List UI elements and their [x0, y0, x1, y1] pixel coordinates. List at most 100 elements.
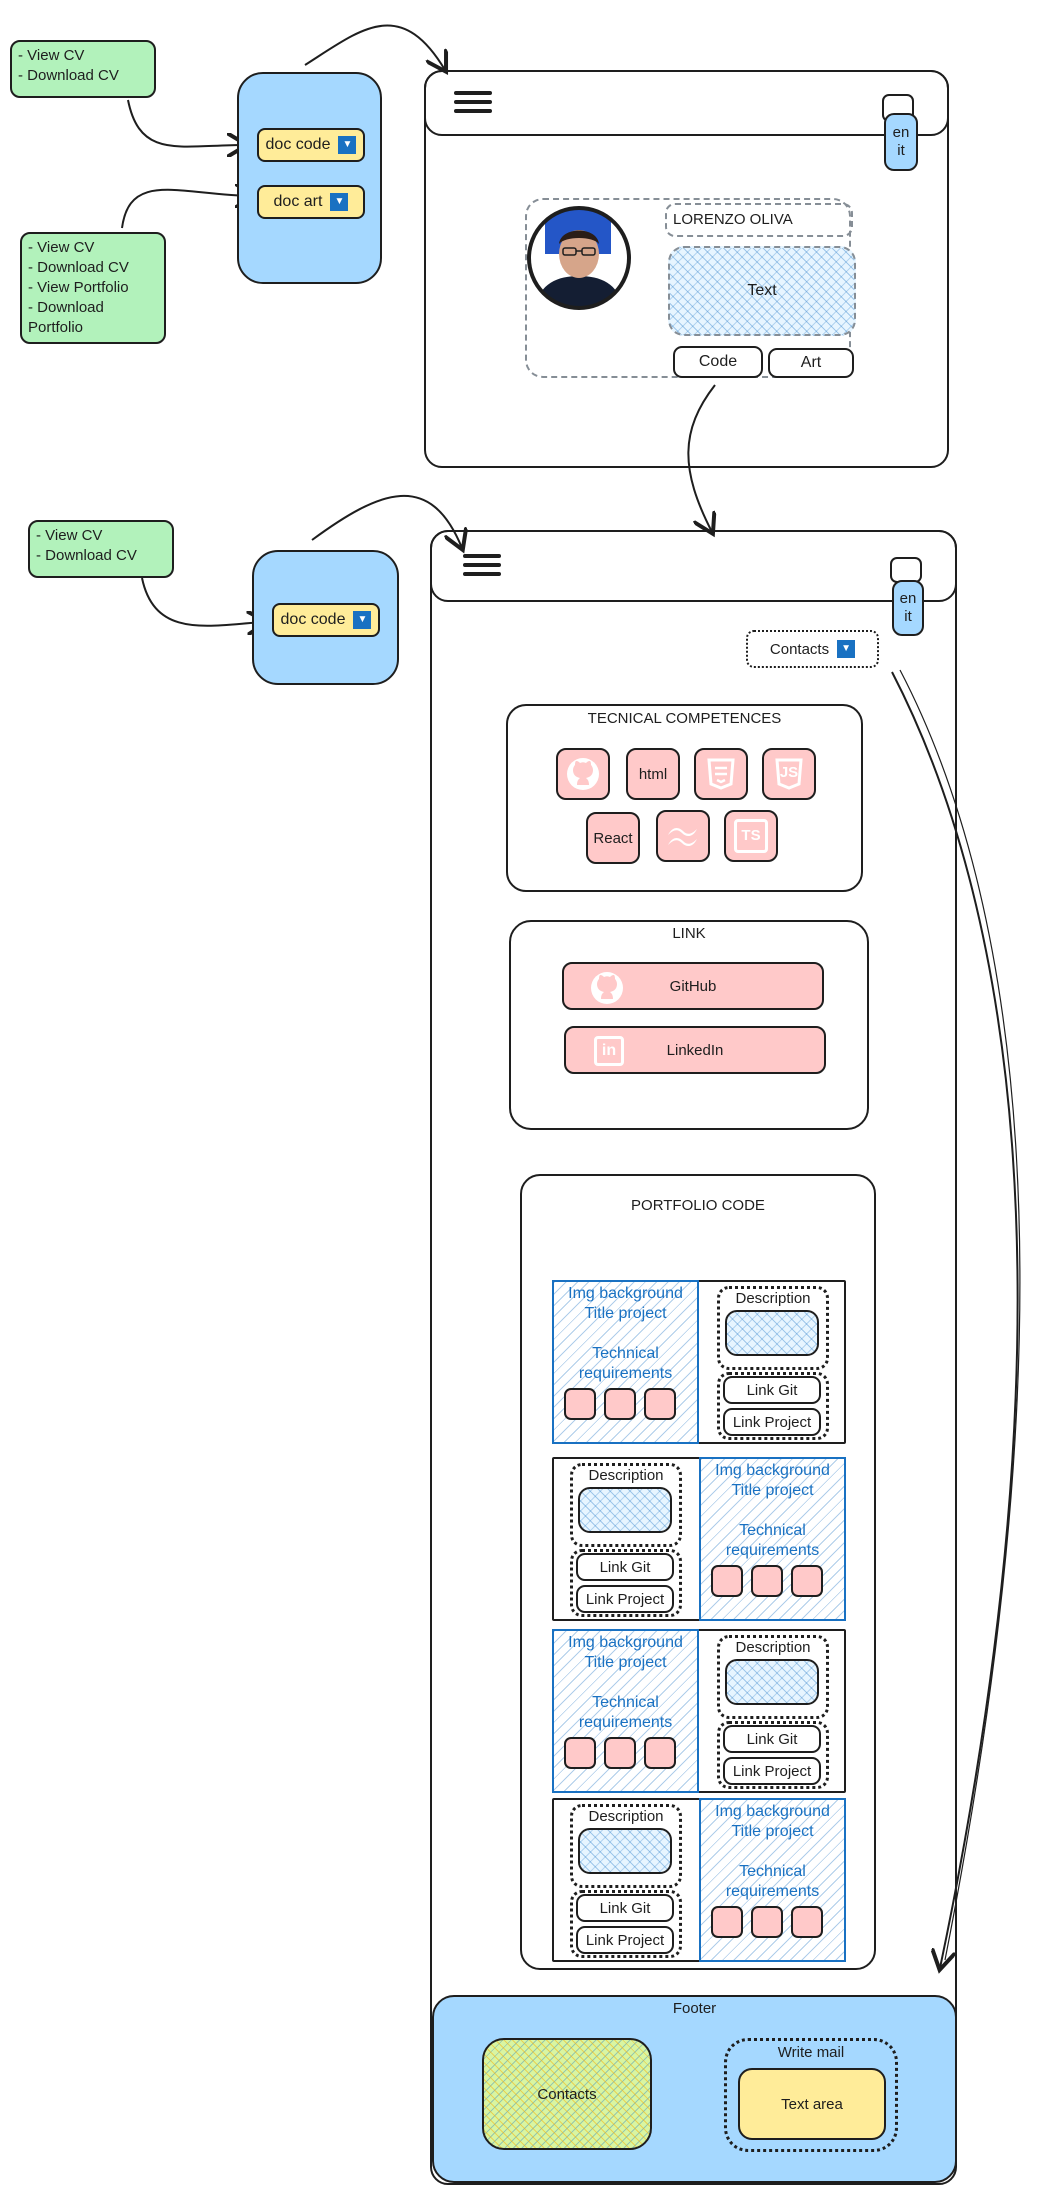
- project-description-box: [717, 1286, 829, 1370]
- tech-badge: [751, 1565, 783, 1597]
- tech-badge: [604, 1388, 636, 1420]
- contacts-select[interactable]: Contacts ▼: [746, 630, 879, 668]
- doc-code-select-label: doc code: [265, 136, 331, 153]
- github-link-label: GitHub: [669, 977, 717, 995]
- tech-badge: [791, 1565, 823, 1597]
- project-img-label: Img background: [568, 1285, 683, 1302]
- project-img-label: Img background: [568, 1634, 683, 1651]
- note-view-download-cv-1: - View CV - Download CV: [10, 40, 156, 98]
- project-title: Title project: [731, 1482, 814, 1499]
- project-description-label: Description: [735, 1289, 811, 1307]
- link-git-button[interactable]: Link Git: [576, 1553, 674, 1581]
- javascript-icon: JS: [762, 748, 816, 800]
- write-mail-title: Write mail: [777, 2043, 845, 2061]
- project-tech-requirements: Technical requirements: [578, 1345, 673, 1382]
- chevron-down-icon: ▼: [353, 611, 372, 629]
- project-description-box: [570, 1804, 682, 1888]
- project-description-area: [725, 1659, 819, 1705]
- html-tile: html: [626, 748, 680, 800]
- tech-badge: [564, 1737, 596, 1769]
- project-description-label: Description: [588, 1807, 664, 1825]
- project-tech-requirements: Technical requirements: [725, 1522, 820, 1559]
- project-img-label: Img background: [715, 1803, 830, 1820]
- project-description-label: Description: [735, 1638, 811, 1656]
- typescript-icon: TS: [724, 810, 778, 862]
- linkedin-link-button[interactable]: in LinkedIn: [564, 1026, 826, 1074]
- tech-badge: [791, 1906, 823, 1938]
- project-links-box: [717, 1372, 829, 1440]
- github-icon: [591, 972, 623, 1004]
- portfolio-title: PORTFOLIO CODE: [631, 1196, 765, 1214]
- note-view-download-cv-2: - View CV - Download CV: [28, 520, 174, 578]
- project-description-area: [578, 1828, 672, 1874]
- screen-1-header: [424, 70, 949, 136]
- contacts-select-label: Contacts: [769, 640, 830, 658]
- tech-badge: [604, 1737, 636, 1769]
- tailwind-icon: [656, 810, 710, 862]
- chevron-down-icon: ▼: [330, 193, 349, 211]
- link-git-button[interactable]: Link Git: [723, 1376, 821, 1404]
- mail-text-area[interactable]: Text area: [738, 2068, 886, 2140]
- link-git-button[interactable]: Link Git: [723, 1725, 821, 1753]
- write-mail-section: [724, 2038, 898, 2152]
- react-tile: React: [586, 812, 640, 864]
- tech-badge: [711, 1565, 743, 1597]
- linkedin-icon: in: [594, 1036, 624, 1066]
- project-tech-requirements: Technical requirements: [578, 1694, 673, 1731]
- tech-badge: [564, 1388, 596, 1420]
- code-button[interactable]: Code: [673, 346, 763, 378]
- portfolio-section: [520, 1174, 876, 1970]
- html-label: html: [638, 765, 668, 783]
- doc-code-select-1[interactable]: doc code ▼: [257, 128, 365, 162]
- language-switch[interactable]: en it: [892, 580, 924, 636]
- css-icon: [694, 748, 748, 800]
- chevron-down-icon: ▼: [837, 640, 856, 658]
- footer-title: Footer: [672, 1999, 717, 2017]
- doc-code-select-2[interactable]: doc code ▼: [272, 603, 380, 637]
- project-links-box: [717, 1721, 829, 1789]
- tech-badge: [711, 1906, 743, 1938]
- project-links-box: [570, 1549, 682, 1617]
- competences-section: [506, 704, 863, 892]
- note-view-download-cv-portfolio: - View CV - Download CV - View Portfolio…: [20, 232, 166, 344]
- link-project-button[interactable]: Link Project: [576, 1926, 674, 1954]
- link-project-button[interactable]: Link Project: [723, 1408, 821, 1436]
- link-git-button[interactable]: Link Git: [576, 1894, 674, 1922]
- github-icon: [556, 748, 610, 800]
- project-description-area: [578, 1487, 672, 1533]
- link-project-button[interactable]: Link Project: [723, 1757, 821, 1785]
- doc-art-select-label: doc art: [273, 193, 323, 210]
- project-img-label: Img background: [715, 1462, 830, 1479]
- tech-badge: [751, 1906, 783, 1938]
- github-link-button[interactable]: GitHub: [562, 962, 824, 1010]
- typescript-glyph: TS: [734, 819, 768, 853]
- linkedin-link-label: LinkedIn: [666, 1041, 724, 1059]
- project-tech-requirements: Technical requirements: [725, 1863, 820, 1900]
- project-description-box: [717, 1635, 829, 1719]
- tech-badge: [644, 1388, 676, 1420]
- language-switch[interactable]: en it: [884, 113, 918, 171]
- doc-code-select-label: doc code: [280, 611, 346, 628]
- link-project-button[interactable]: Link Project: [576, 1585, 674, 1613]
- react-label: React: [593, 829, 633, 847]
- javascript-glyph: JS: [779, 764, 799, 781]
- screen-2-header: [430, 530, 957, 602]
- chevron-down-icon: ▼: [338, 136, 357, 154]
- avatar: [523, 204, 635, 312]
- doc-art-select[interactable]: doc art ▼: [257, 185, 365, 219]
- hamburger-menu-icon[interactable]: [454, 86, 492, 118]
- link-title: LINK: [672, 924, 706, 942]
- doc-selector-panel-1: [237, 72, 382, 284]
- project-title: Title project: [584, 1305, 667, 1322]
- hamburger-menu-icon[interactable]: [463, 549, 501, 581]
- tech-badge: [644, 1737, 676, 1769]
- art-button[interactable]: Art: [768, 348, 854, 378]
- footer-contacts: Contacts: [482, 2038, 652, 2150]
- project-title: Title project: [731, 1823, 814, 1840]
- project-title: Title project: [584, 1654, 667, 1671]
- profile-name: LORENZO OLIVA: [665, 203, 853, 237]
- link-section: [509, 920, 869, 1130]
- project-description-area: [725, 1310, 819, 1356]
- project-links-box: [570, 1890, 682, 1958]
- project-description-label: Description: [588, 1466, 664, 1484]
